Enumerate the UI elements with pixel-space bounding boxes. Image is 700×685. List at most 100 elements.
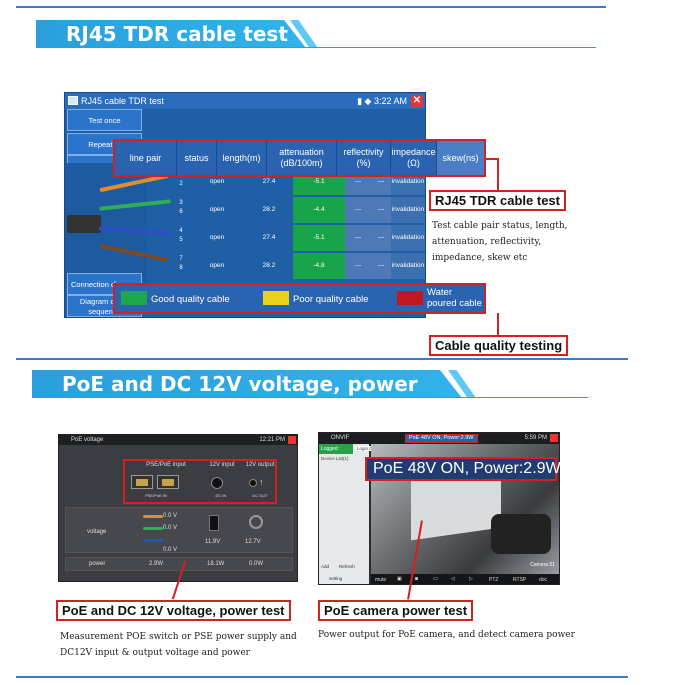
power-value: 0.0W (249, 561, 264, 567)
camera-feature-tag: PoE camera power test (318, 600, 474, 621)
desc-line: attenuation, reflectivity, (432, 237, 542, 247)
poe-status-mini: PoE 48V ON, Power:2.9W (405, 434, 478, 443)
onvif-time: 5:59 PM (524, 435, 547, 441)
cable-jacket (67, 215, 101, 233)
device-list-label: Device List(1) (321, 456, 349, 461)
header-impedance: impedance (Ω) (391, 141, 437, 175)
connector-line (486, 158, 498, 160)
skew-cell: invalidation (391, 197, 425, 223)
connector-line (497, 158, 499, 192)
status-cell: open (209, 262, 225, 269)
output-arrow-icon: ↑ (259, 477, 264, 487)
voltage-value: 0.0 V (163, 513, 178, 519)
header-reflectivity: reflectivity (%) (337, 141, 391, 175)
refresh-button[interactable]: Refresh (339, 564, 355, 569)
connector-label: PSE/PoE IN (145, 493, 167, 498)
camera-icon[interactable]: ◙ (415, 576, 419, 582)
wire-icon (143, 527, 163, 530)
logout-button[interactable]: Login Out (355, 446, 379, 451)
impedance-cell: --- (371, 225, 391, 251)
close-icon[interactable] (550, 434, 558, 442)
bottom-divider (16, 676, 628, 678)
mute-button[interactable]: mute (375, 577, 387, 583)
col-label-12v-in: 12V input (209, 462, 235, 468)
table-row: 4 5 open 27.4 -5.1 --- --- invalidation (175, 225, 425, 251)
ptz-button[interactable]: PTZ (489, 577, 499, 583)
speaker-icon[interactable]: ◁ (451, 576, 455, 582)
dc-in-jack-icon (211, 477, 223, 489)
table-row: 3 6 open 28.2 -4.4 --- --- invalidation (175, 197, 425, 223)
rtsp-button[interactable]: RTSP (513, 577, 527, 583)
desc-line: Test cable pair status, length, (432, 221, 568, 231)
onvif-titlebar: ONVIF PoE 48V ON, Power:2.9W 5:59 PM (319, 433, 559, 444)
attenuation-cell: -4.4 (293, 197, 345, 223)
video-toolbar: mute ▣ ◙ ▭ ◁ ▷ PTZ RTSP doc (371, 574, 559, 584)
dc-out-jack-icon (249, 479, 257, 487)
table-row: 7 8 open 28.2 -4.8 --- --- invalidation (175, 253, 425, 279)
status-cell: open (209, 234, 225, 241)
wire-icon (143, 539, 163, 542)
rj45-port-icon (131, 475, 153, 489)
battery-icon: ▮ ◆ (357, 96, 374, 106)
legend-swatch-good (121, 291, 147, 305)
skew-cell: invalidation (391, 253, 425, 279)
power-value: 2.9W (149, 561, 164, 567)
poe-input-callout (123, 459, 277, 504)
poe-titlebar: PoE voltage 12:21 PM (59, 435, 297, 445)
length-cell: 27.4 (262, 234, 276, 241)
dc-plug-icon (209, 515, 219, 531)
legend-swatch-water (397, 291, 423, 305)
wire-blue (98, 226, 172, 236)
power-value: 18.1W (207, 561, 225, 567)
status-cell: open (209, 178, 225, 185)
section-banner-poe: PoE and DC 12V voltage, power test (32, 370, 462, 398)
section-banner-tdr: RJ45 TDR cable test (36, 20, 306, 48)
pair-label: 4 5 (179, 228, 183, 243)
header-line-pair: line pair (115, 141, 177, 175)
tdr-time: 3:22 AM (373, 96, 407, 106)
connector-line (497, 313, 499, 337)
add-button[interactable]: Add (321, 564, 330, 569)
snapshot-icon[interactable]: ▣ (397, 576, 402, 582)
desc-line: DC12V input & output voltage and power (60, 648, 250, 658)
record-icon[interactable]: ▭ (433, 576, 438, 582)
device-sidebar: Logged : admin Device List(1) Add Refres… (319, 444, 369, 584)
status-cell: open (209, 206, 225, 213)
camera-description: Power output for PoE camera, and detect … (318, 630, 575, 640)
wire-green (98, 199, 172, 211)
voltage-value: 0.0 V (163, 525, 178, 531)
tdr-description: Test cable pair status, length, attenuat… (432, 218, 568, 266)
legend-label-poor: Poor quality cable (293, 294, 369, 305)
col-label-poe: PSE/PoE input (146, 462, 186, 468)
legend-swatch-poor (263, 291, 289, 305)
test-once-button[interactable]: Test once (67, 109, 142, 131)
cable-quality-legend: Good quality cable Poor quality cable Wa… (113, 283, 486, 314)
onvif-title: ONVIF (331, 435, 350, 441)
reflectivity-cell: --- (345, 253, 371, 279)
input-voltage-value: 11.9V (205, 539, 221, 545)
output-voltage-value: 12.7V (245, 539, 261, 545)
play-icon[interactable]: ▷ (469, 576, 473, 582)
poe-voltage-screen: PoE voltage 12:21 PM PSE/PoE input 12V i… (58, 434, 298, 582)
table-row: 1 2 open 27.4 -5.1 --- --- invalidation (175, 169, 425, 195)
voltage-row (65, 507, 293, 553)
banner-underline (32, 397, 588, 398)
close-icon[interactable]: ✕ (411, 95, 423, 107)
desc-line: Measurement POE switch or PSE power supp… (60, 632, 297, 642)
attenuation-cell: -4.8 (293, 253, 345, 279)
section-divider (16, 358, 628, 360)
header-skew: skew(ns) (437, 141, 484, 175)
quality-feature-tag: Cable quality testing (429, 335, 569, 356)
rj45-port-icon (157, 475, 179, 489)
setting-button[interactable]: setting (329, 576, 343, 581)
connector-label: DC OUT (252, 493, 268, 498)
doc-button[interactable]: doc (539, 577, 548, 583)
poe-description: Measurement POE switch or PSE power supp… (60, 629, 297, 661)
col-label-12v-out: 12V output (245, 462, 275, 468)
top-divider (16, 6, 606, 8)
onvif-screen: ONVIF PoE 48V ON, Power:2.9W 5:59 PM Log… (318, 432, 560, 585)
close-icon[interactable] (288, 436, 296, 444)
wire-icon (143, 515, 163, 518)
hand-shape (491, 514, 551, 554)
logged-user: Logged : admin (319, 444, 353, 462)
